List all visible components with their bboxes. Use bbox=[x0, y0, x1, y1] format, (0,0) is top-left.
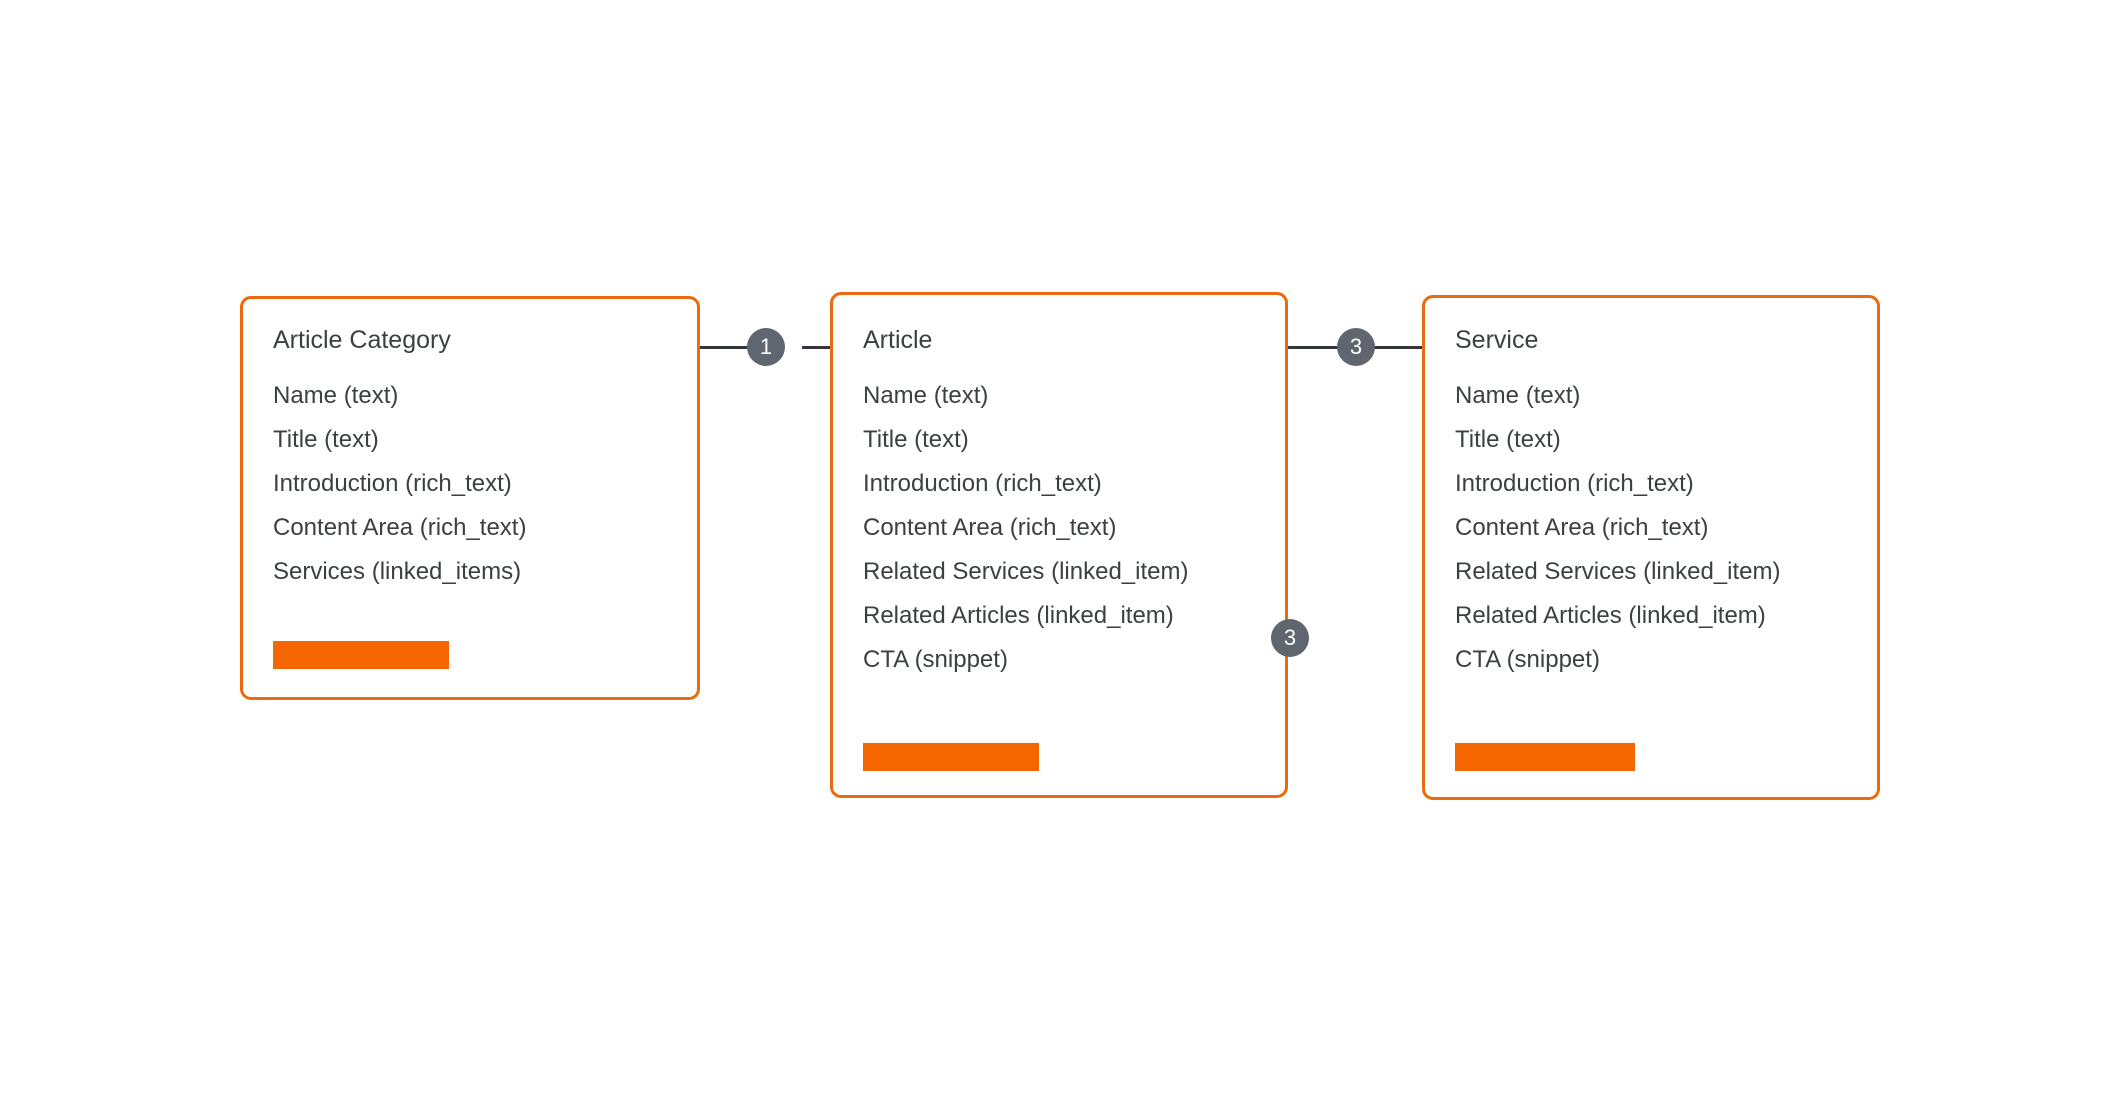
relationship-badge-category-article[interactable]: 1 bbox=[747, 328, 785, 366]
entity-highlight-bar-article bbox=[863, 743, 1039, 771]
relationship-badge-article-self[interactable]: 3 bbox=[1271, 619, 1309, 657]
entity-title-article: Article bbox=[863, 326, 933, 354]
connector-line-article-service-right bbox=[1374, 346, 1424, 349]
entity-field: Title (text) bbox=[1455, 426, 1561, 453]
entity-field: Content Area (rich_text) bbox=[273, 514, 527, 541]
entity-field: Related Articles (linked_item) bbox=[1455, 602, 1766, 629]
connector-line-category-article-right bbox=[802, 346, 832, 349]
entity-card-service[interactable]: Service Name (text) Title (text) Introdu… bbox=[1422, 295, 1880, 800]
entity-field: Name (text) bbox=[863, 382, 989, 409]
entity-field: Name (text) bbox=[1455, 382, 1581, 409]
entity-field: Related Services (linked_item) bbox=[1455, 558, 1781, 585]
entity-field-list-article: Name (text) Title (text) Introduction (r… bbox=[863, 374, 1188, 682]
entity-field: Related Articles (linked_item) bbox=[863, 602, 1174, 629]
entity-title-article-category: Article Category bbox=[273, 326, 451, 354]
entity-field: Services (linked_items) bbox=[273, 558, 522, 585]
entity-card-article-category[interactable]: Article Category Name (text) Title (text… bbox=[240, 296, 700, 700]
entity-field: Name (text) bbox=[273, 382, 399, 409]
entity-field: Title (text) bbox=[863, 426, 969, 453]
entity-highlight-bar-article-category bbox=[273, 641, 449, 669]
entity-title-service: Service bbox=[1455, 326, 1539, 354]
entity-field: Related Services (linked_item) bbox=[863, 558, 1189, 585]
entity-highlight-bar-service bbox=[1455, 743, 1635, 771]
relationship-badge-article-service[interactable]: 3 bbox=[1337, 328, 1375, 366]
entity-field: Title (text) bbox=[273, 426, 379, 453]
entity-field: CTA (snippet) bbox=[1455, 646, 1600, 673]
entity-field: Introduction (rich_text) bbox=[863, 470, 1102, 497]
entity-field-list-service: Name (text) Title (text) Introduction (r… bbox=[1455, 374, 1780, 682]
entity-field: Introduction (rich_text) bbox=[1455, 470, 1694, 497]
entity-field: Content Area (rich_text) bbox=[1455, 514, 1709, 541]
connector-line-category-article bbox=[700, 346, 766, 349]
entity-card-article[interactable]: Article Name (text) Title (text) Introdu… bbox=[830, 292, 1288, 798]
entity-field: Content Area (rich_text) bbox=[863, 514, 1117, 541]
entity-field-list-article-category: Name (text) Title (text) Introduction (r… bbox=[273, 374, 526, 594]
entity-field: CTA (snippet) bbox=[863, 646, 1008, 673]
connector-line-article-service bbox=[1288, 346, 1338, 349]
entity-field: Introduction (rich_text) bbox=[273, 470, 512, 497]
